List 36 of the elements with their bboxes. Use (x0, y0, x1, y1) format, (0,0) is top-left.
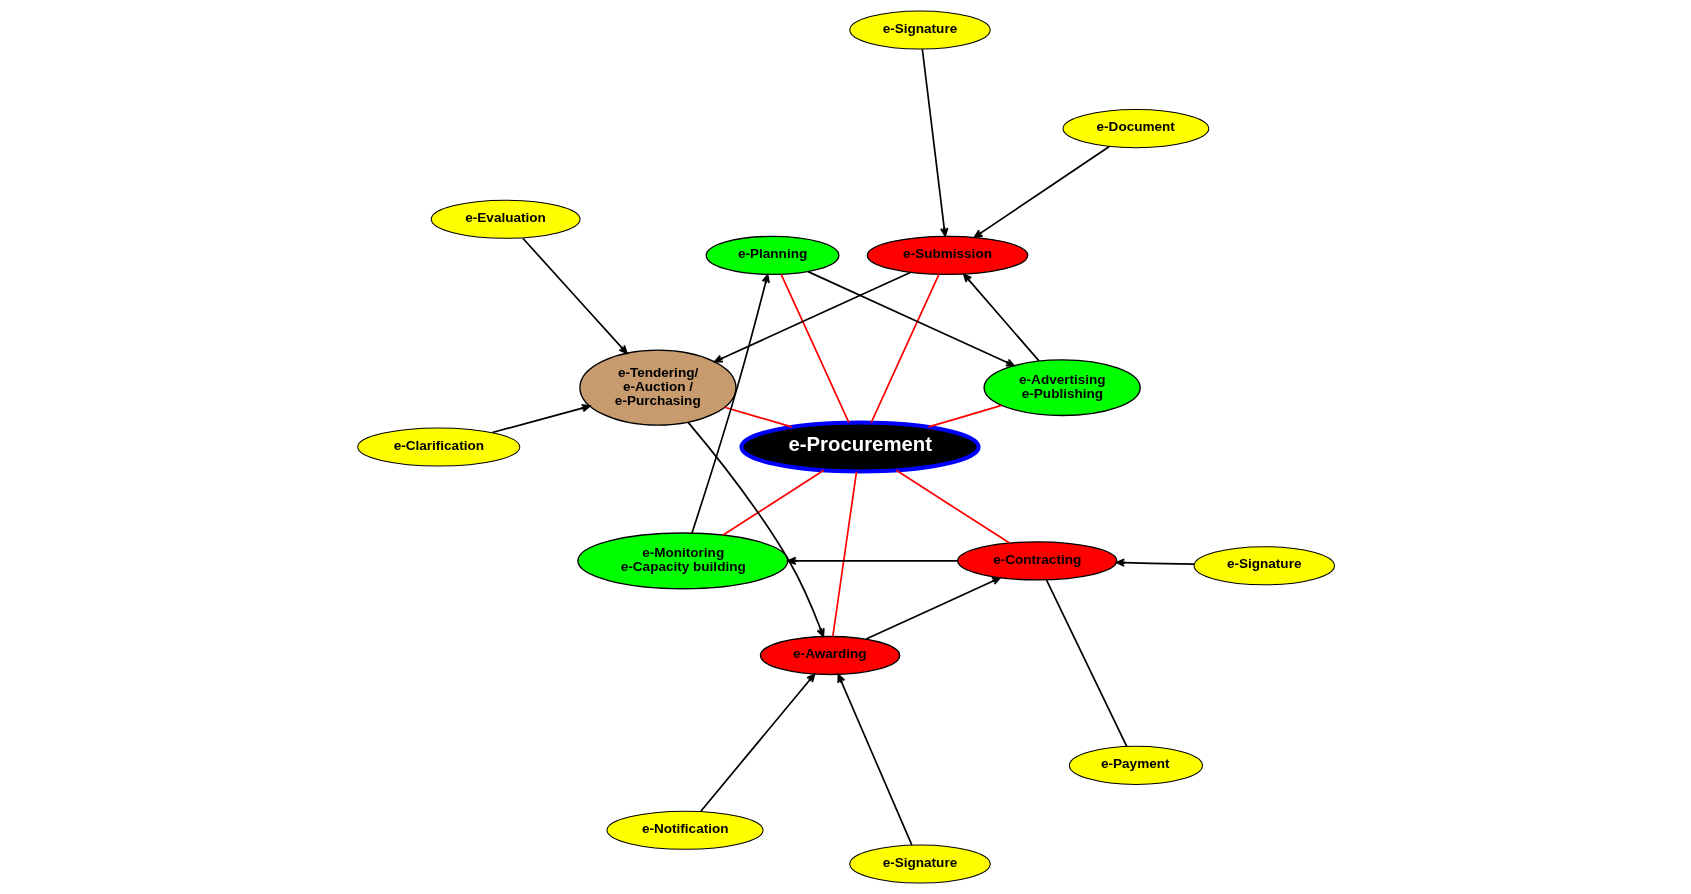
connector (1045, 579, 1128, 748)
node-ellipse: e-Signature (1193, 546, 1335, 586)
arrow (713, 271, 911, 363)
node-ellipse: e-Signature (848, 10, 991, 50)
arrow (864, 577, 1001, 640)
arrow (690, 273, 770, 534)
connector (869, 273, 940, 424)
connector (895, 469, 1010, 544)
node-ellipse: e-Signature (848, 844, 991, 884)
node-ellipse: e-Contracting (956, 541, 1117, 581)
node-ellipse: e-Awarding (759, 635, 900, 676)
node-ellipse: e-Monitoring e-Capacity building (576, 532, 788, 590)
connector (723, 406, 792, 428)
node-ellipse: e-Evaluation (430, 199, 581, 239)
node-ellipse: e-Payment (1068, 745, 1203, 785)
arrow (521, 237, 628, 355)
node-ellipse: e-Procurement (738, 420, 981, 474)
arrow (686, 421, 825, 638)
node-ellipse: e-Clarification (356, 427, 520, 467)
arrow (1115, 558, 1195, 567)
node-ellipse: e-Document (1062, 109, 1209, 149)
arrow (921, 48, 948, 237)
arrow (973, 145, 1110, 239)
connector (831, 470, 857, 638)
connector (927, 404, 1002, 428)
node-ellipse: e-Notification (606, 810, 764, 850)
node-ellipse: e-Planning (705, 235, 839, 276)
connector (721, 469, 825, 536)
connector (779, 273, 850, 424)
arrow (699, 673, 815, 812)
arrow (836, 673, 913, 846)
arrow (962, 273, 1040, 362)
arrow (786, 556, 958, 566)
node-ellipse: e-Submission (866, 235, 1028, 276)
arrow (806, 270, 1015, 367)
arrow (491, 403, 591, 434)
